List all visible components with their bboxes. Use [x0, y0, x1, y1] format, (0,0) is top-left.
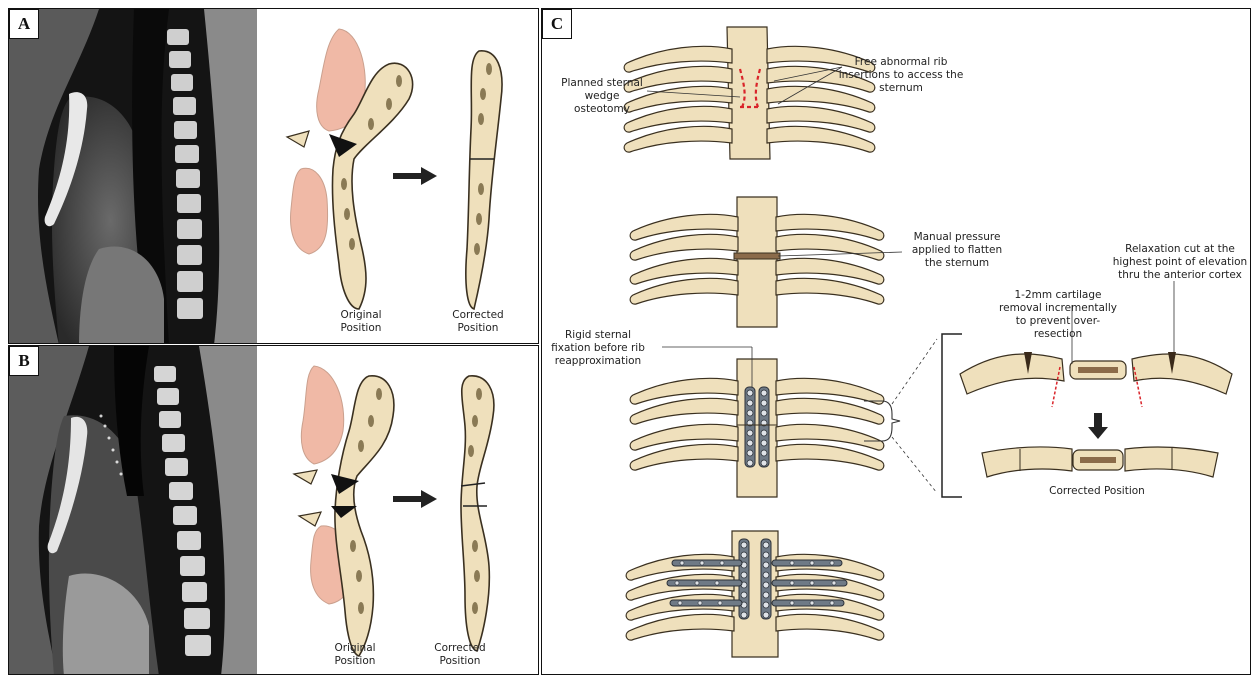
label-corrected-position-c: Corrected Position	[1042, 485, 1152, 498]
panel-c: C	[541, 8, 1251, 675]
fixation-plate-right	[759, 387, 769, 467]
panel-a: A	[8, 8, 539, 344]
inset-before	[960, 352, 1232, 407]
label-manual-pressure: Manual pressure applied to flatten the s…	[904, 231, 1010, 270]
label-corrected-position-b: Corrected Position	[427, 642, 493, 668]
panel-b: B	[8, 345, 539, 675]
label-planned-osteotomy: Planned sternal wedge osteotomy	[556, 77, 648, 116]
sternum-figure-2	[630, 197, 884, 327]
panel-b-letter: B	[9, 346, 39, 376]
sternum-figure-3	[630, 359, 884, 497]
panel-a-letter: A	[9, 9, 39, 39]
label-cartilage-removal: 1-2mm cartilage removal incrementally to…	[998, 289, 1118, 341]
label-original-position-b: Original Position	[325, 642, 385, 668]
label-original-position-a: Original Position	[331, 309, 391, 335]
panel-c-letter: C	[542, 9, 572, 39]
label-relaxation-cut: Relaxation cut at the highest point of e…	[1112, 243, 1248, 282]
label-corrected-position-a: Corrected Position	[445, 309, 511, 335]
sternum-figure-4	[626, 531, 884, 657]
label-rigid-fixation: Rigid sternal fixation before rib reappr…	[546, 329, 650, 368]
fixation-plate-left	[745, 387, 755, 467]
label-free-rib-insertions: Free abnormal rib insertions to access t…	[838, 56, 964, 95]
arrow-down-icon	[1088, 413, 1108, 439]
inset-corrected	[982, 447, 1218, 477]
illustration-b	[9, 346, 539, 675]
illustration-a	[9, 9, 539, 344]
arrow-icon-a	[393, 167, 437, 185]
arrow-icon-b	[393, 490, 437, 508]
